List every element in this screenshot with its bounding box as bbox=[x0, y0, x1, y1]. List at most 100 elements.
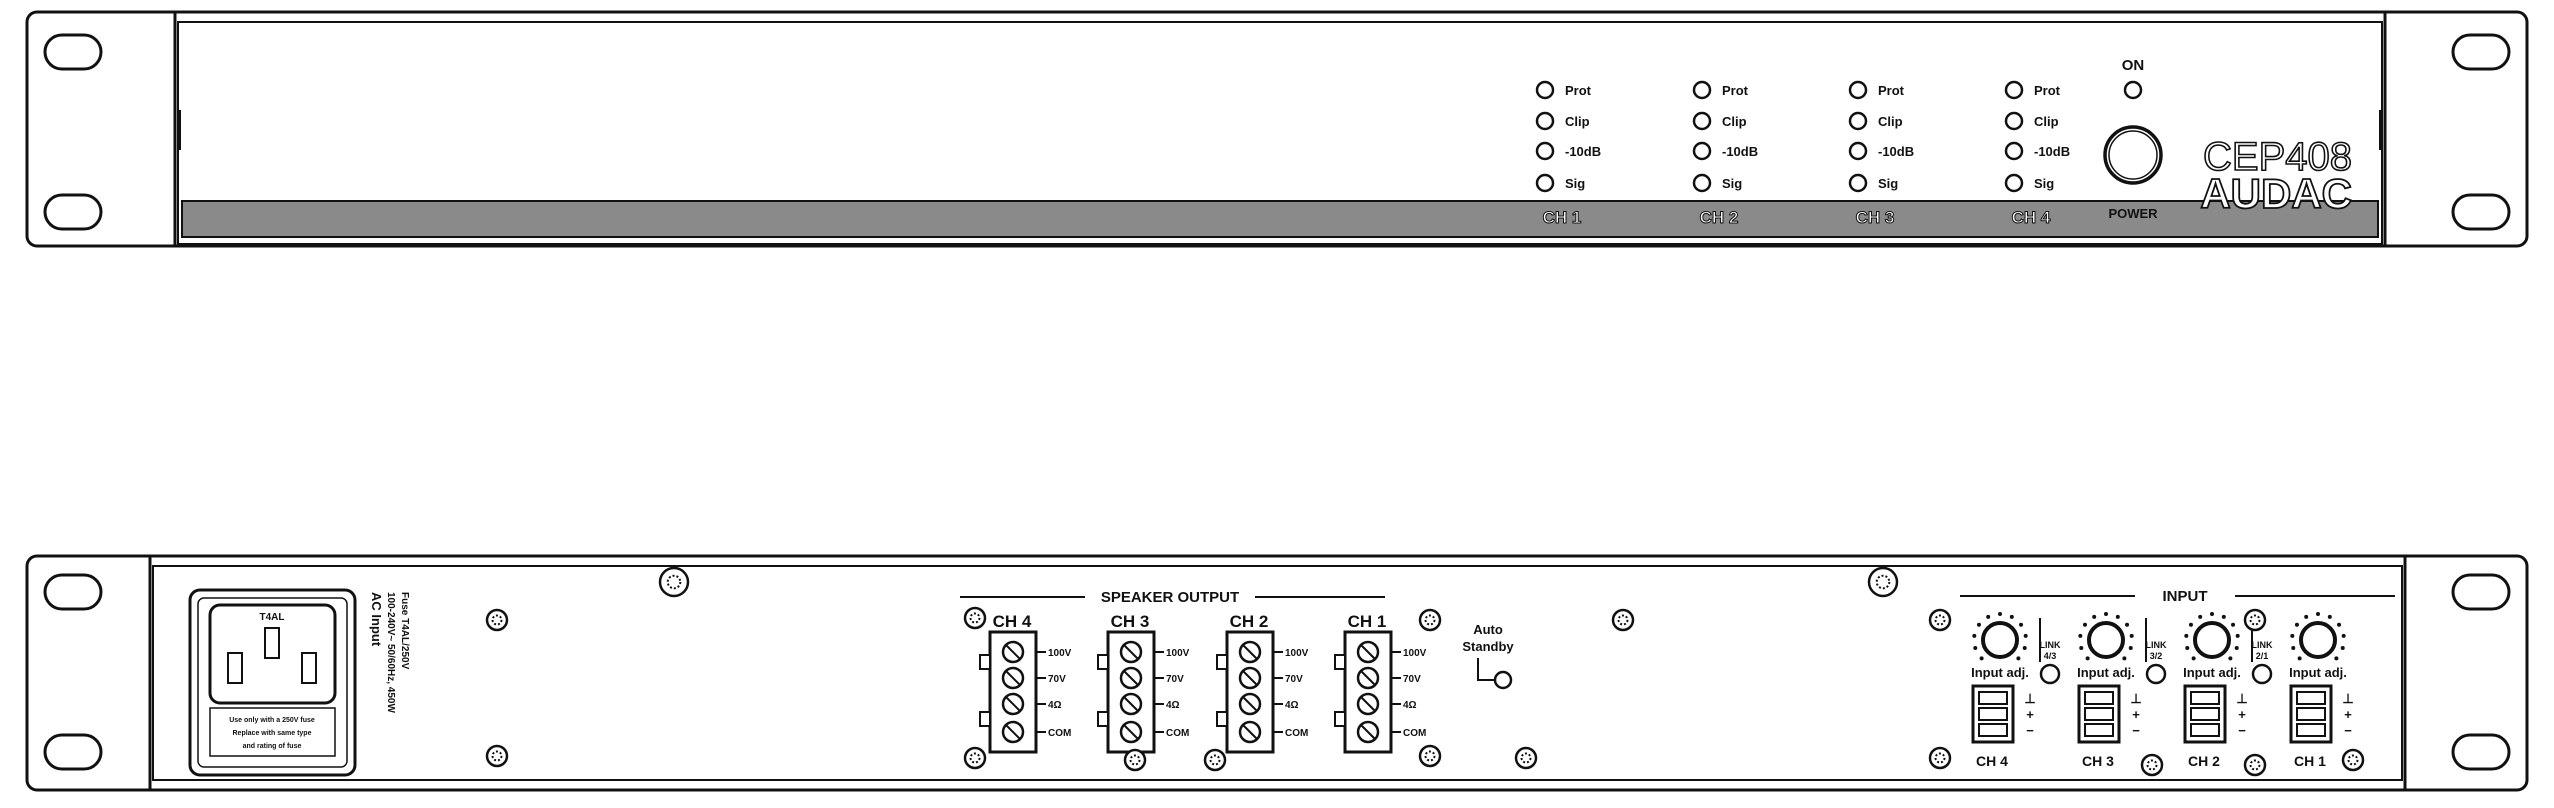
status-led bbox=[2004, 173, 2024, 193]
input-terminal-pin bbox=[2296, 723, 2326, 737]
input-terminal-pin bbox=[2296, 691, 2326, 705]
terminal-latch bbox=[979, 711, 991, 727]
status-led bbox=[1535, 111, 1555, 131]
link-switch[interactable] bbox=[2145, 663, 2167, 685]
panel-screw bbox=[1611, 608, 1635, 632]
screw-head bbox=[1203, 748, 1227, 772]
link-switch[interactable] bbox=[2039, 663, 2061, 685]
panel-screw bbox=[2140, 753, 2164, 777]
speaker-channel-label: CH 1 bbox=[1348, 612, 1387, 631]
link-pair-label: 3/2 bbox=[2150, 651, 2163, 661]
knob-scale-dot bbox=[2115, 614, 2120, 619]
fuse-rating-label: T4AL bbox=[260, 612, 285, 623]
front-channel-label: CH 2 bbox=[1700, 208, 1739, 227]
ac-warning-line-3: and rating of fuse bbox=[243, 743, 302, 750]
knob-scale-dot bbox=[2198, 614, 2203, 619]
terminal-screw-slot bbox=[1242, 696, 1258, 712]
panel-screw bbox=[658, 566, 690, 598]
knob-scale-dot bbox=[2023, 633, 2028, 638]
link-label: LINK bbox=[2040, 640, 2061, 650]
input-channel-label: CH 4 bbox=[1976, 753, 2008, 769]
screw-drive bbox=[2249, 614, 2261, 626]
power-button[interactable] bbox=[2103, 125, 2163, 185]
knob-scale-dot bbox=[2009, 614, 2014, 619]
screw-drive bbox=[1209, 754, 1221, 766]
screw-head bbox=[485, 744, 509, 768]
knob-scale-dot bbox=[2188, 622, 2193, 627]
input-adj-label: Input adj. bbox=[2077, 665, 2135, 680]
input-pin-symbol: − bbox=[2238, 723, 2246, 738]
knob-scale-dot bbox=[2327, 614, 2332, 619]
speaker-channel-label: CH 2 bbox=[1230, 612, 1269, 631]
input-adj-knob[interactable] bbox=[2193, 621, 2231, 659]
knob-scale-dot bbox=[2104, 612, 2108, 616]
led-label: Prot bbox=[1565, 83, 1592, 98]
input-terminal-pin bbox=[1978, 723, 2008, 737]
terminal-screw-slot bbox=[1005, 644, 1021, 660]
screw-head bbox=[1867, 566, 1899, 598]
status-led bbox=[1535, 173, 1555, 193]
knob-scale-dot bbox=[2231, 622, 2236, 627]
knob-scale-dot bbox=[2290, 633, 2295, 638]
front-channel-label: CH 3 bbox=[1856, 208, 1895, 227]
status-led bbox=[2004, 141, 2024, 161]
panel-screw bbox=[1928, 746, 1952, 770]
screw-head bbox=[963, 746, 987, 770]
led-label: Clip bbox=[1878, 114, 1903, 129]
led-label: Sig bbox=[2034, 176, 2054, 191]
panel-screw bbox=[485, 608, 509, 632]
panel-screw bbox=[1867, 566, 1899, 598]
knob-scale-dot bbox=[2085, 656, 2090, 661]
input-pin-symbol: + bbox=[2344, 707, 2352, 722]
terminal-screw-slot bbox=[1360, 696, 1376, 712]
knob-scale-dot bbox=[2129, 633, 2134, 638]
terminal-label: 70V bbox=[1285, 674, 1303, 685]
ac-warning-line-2: Replace with same type bbox=[233, 730, 312, 737]
knob-scale-dot bbox=[2092, 614, 2097, 619]
speaker-channel-label: CH 4 bbox=[993, 612, 1032, 631]
model-label: CEP408 bbox=[2203, 135, 2352, 179]
ac-input-fuse: Fuse T4AL/250V bbox=[399, 592, 410, 670]
input-adj-knob[interactable] bbox=[2299, 621, 2337, 659]
screw-drive bbox=[666, 574, 682, 590]
input-terminal-pin bbox=[2190, 723, 2220, 737]
input-adj-knob[interactable] bbox=[1981, 621, 2019, 659]
knob-scale-dot bbox=[2234, 646, 2239, 651]
input-adj-knob[interactable] bbox=[2087, 621, 2125, 659]
status-led bbox=[1692, 80, 1712, 100]
speaker-channel-label: CH 3 bbox=[1111, 612, 1150, 631]
front-mount-hole-tl bbox=[43, 33, 103, 71]
on-led bbox=[2123, 80, 2143, 100]
screw-drive bbox=[969, 752, 981, 764]
link-pair-label: 4/3 bbox=[2044, 651, 2057, 661]
auto-standby-switch[interactable] bbox=[1493, 670, 1513, 690]
led-label: Prot bbox=[1878, 83, 1905, 98]
led-label: Sig bbox=[1565, 176, 1585, 191]
screw-head bbox=[2140, 753, 2164, 777]
panel-screw bbox=[1418, 608, 1442, 632]
input-title: INPUT bbox=[2163, 588, 2208, 605]
input-channel-label: CH 2 bbox=[2188, 753, 2220, 769]
ac-input-spec: 100-240V~ 50/60Hz, 450W bbox=[385, 592, 396, 713]
input-pin-symbol: − bbox=[2026, 723, 2034, 738]
screw-drive bbox=[1934, 752, 1946, 764]
screw-head bbox=[658, 566, 690, 598]
input-terminal-pin bbox=[2190, 691, 2220, 705]
link-switch[interactable] bbox=[2251, 663, 2273, 685]
terminal-label: 4Ω bbox=[1166, 700, 1180, 711]
input-channel-label: CH 3 bbox=[2082, 753, 2114, 769]
link-label: LINK bbox=[2146, 640, 2167, 650]
led-label: Clip bbox=[1565, 114, 1590, 129]
knob-scale-dot bbox=[2316, 612, 2320, 616]
knob-scale-dot bbox=[2191, 656, 2196, 661]
terminal-latch bbox=[1097, 711, 1109, 727]
